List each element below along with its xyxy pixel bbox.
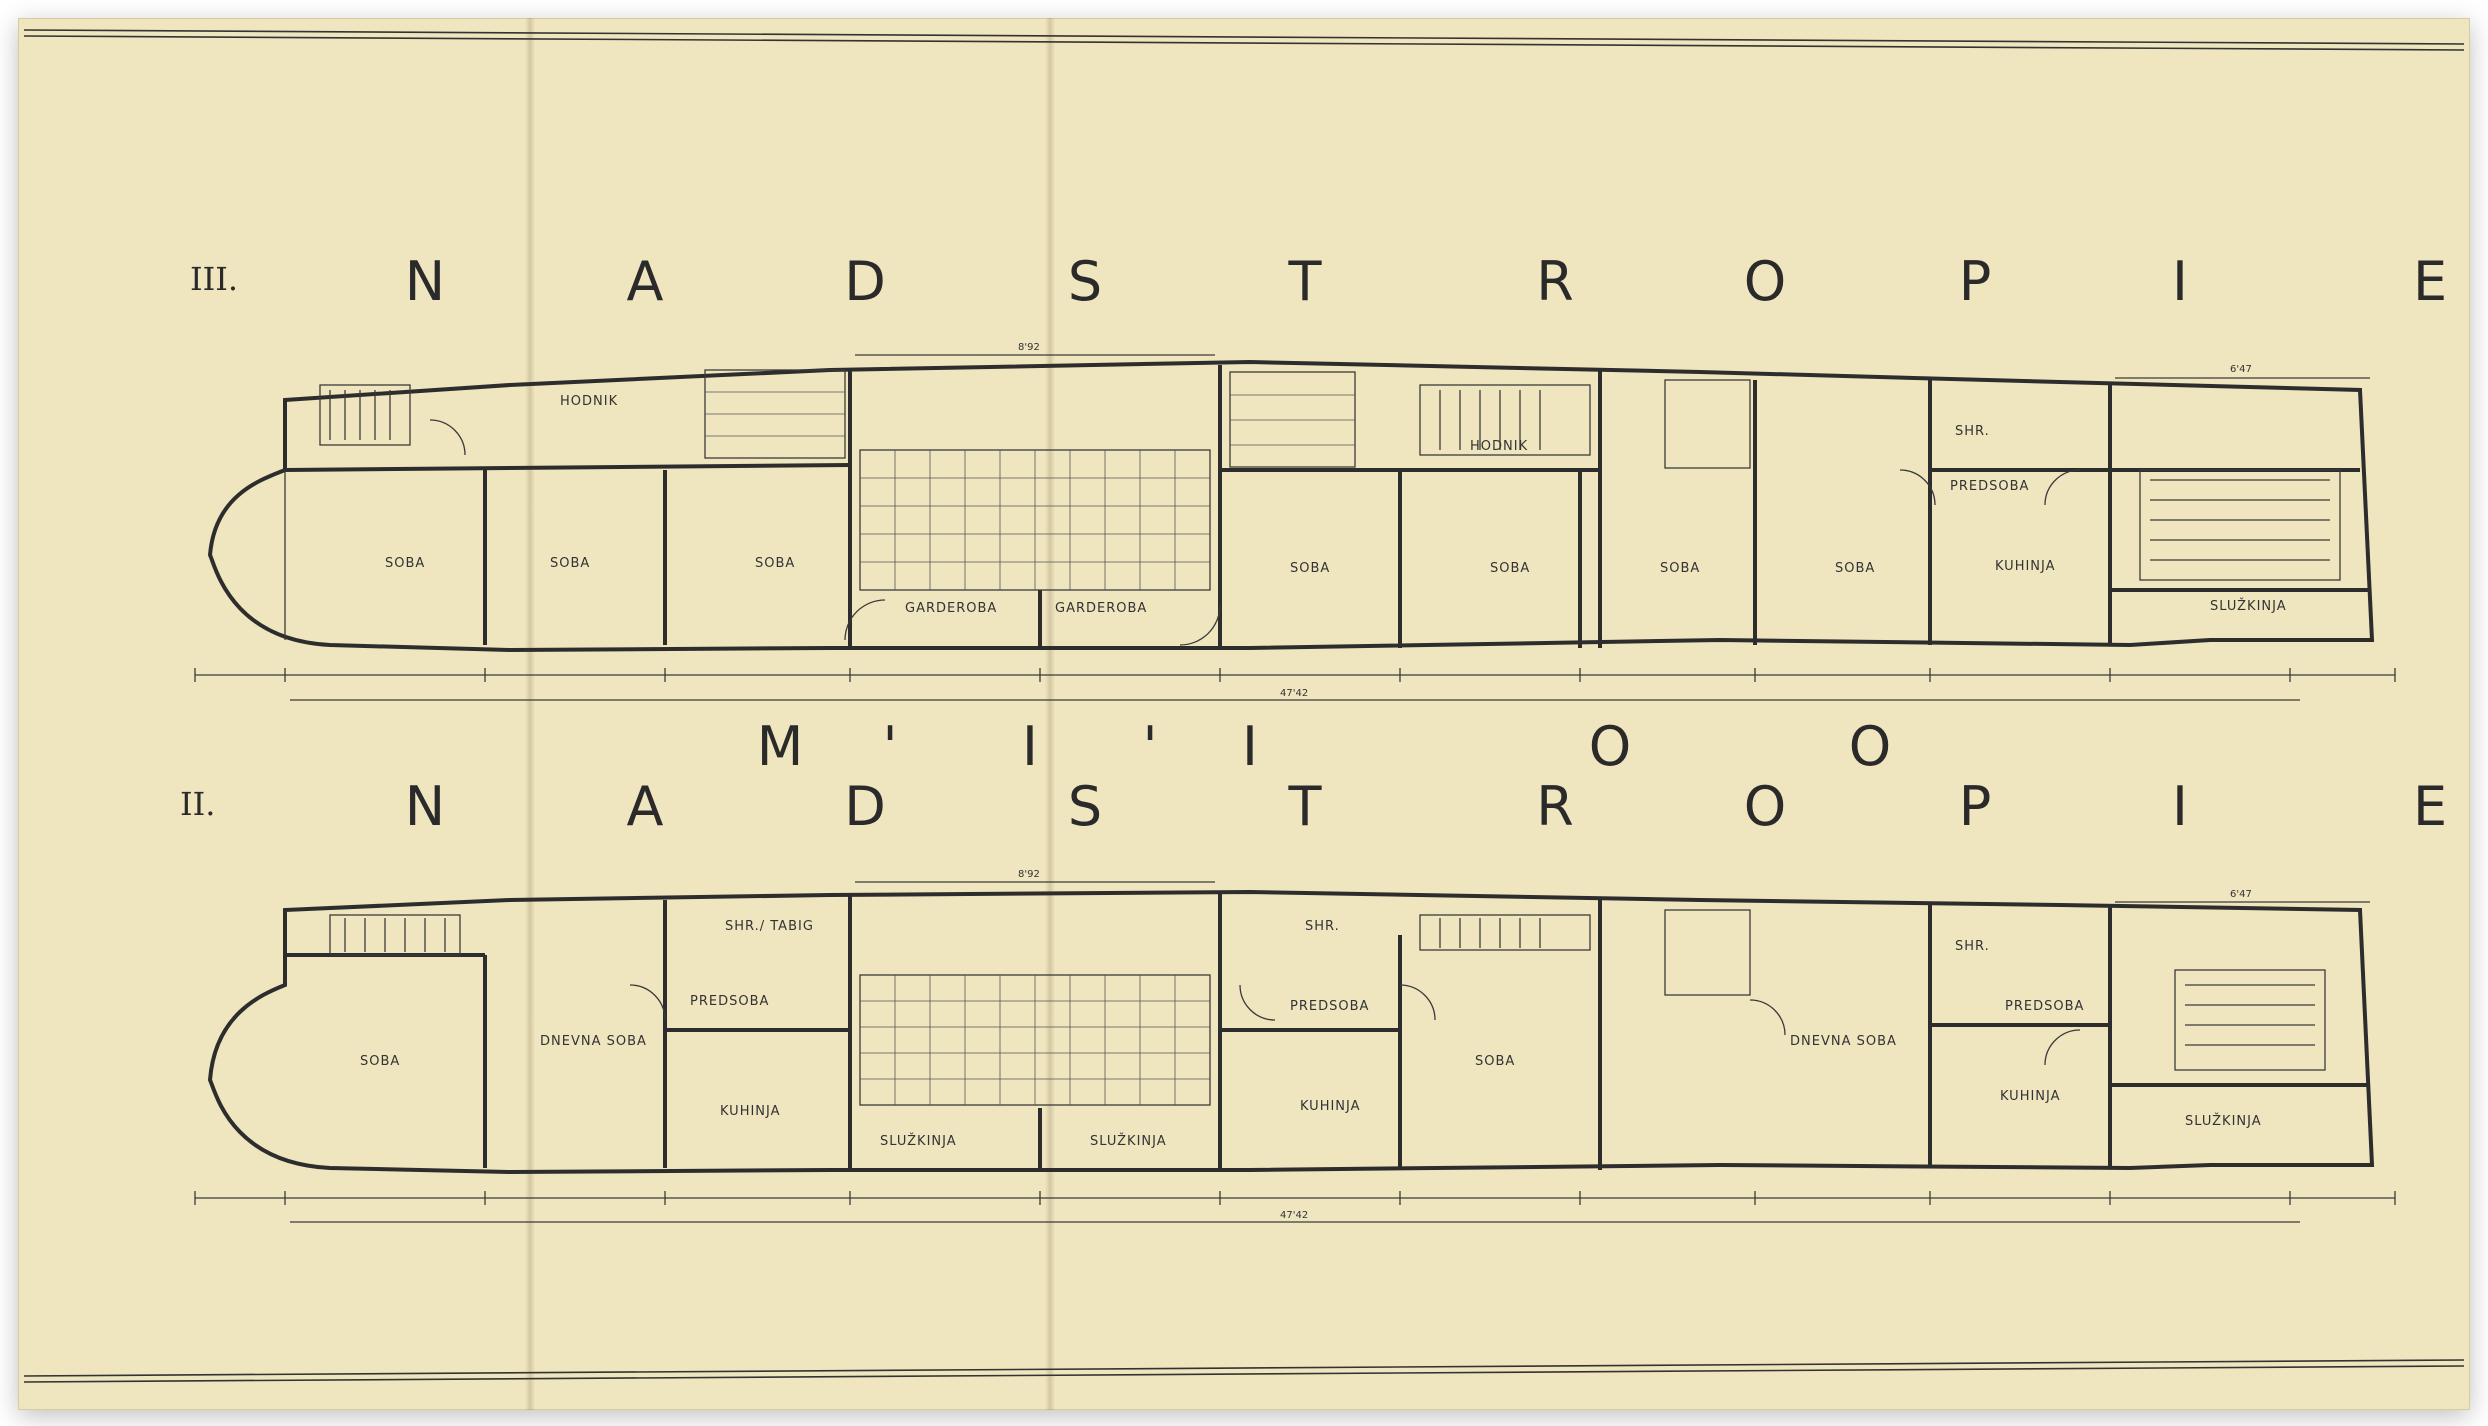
floor-2-plan: 8'92 6'47 47'42 SOBA DNEVNA SOBA SHR./ T…: [194, 869, 2396, 1223]
room-label: SLUŽKINJA: [2210, 598, 2287, 614]
title-letter: R: [1536, 250, 1574, 313]
title-letter: ': [883, 715, 898, 778]
title-floor-2: II. N A D S T R O P I E: [180, 775, 2447, 838]
blueprint-sheet: [18, 18, 2470, 1410]
floor-number-2: II.: [180, 785, 215, 823]
title-letter: O: [1744, 250, 1787, 313]
title-letter: I: [2172, 775, 2188, 838]
title-letter: ': [1143, 715, 1158, 778]
title-floor-3: III. N A D S T R O P I E: [190, 250, 2447, 313]
room-label: PREDSOBA: [2005, 999, 2084, 1014]
title-letter: I: [1022, 715, 1038, 778]
room-label: HODNIK: [560, 394, 618, 409]
title-letter: P: [1959, 775, 1992, 838]
dimension-top-1: 8'92: [1018, 342, 1040, 353]
title-letter: S: [1068, 250, 1102, 313]
title-letter: O: [1849, 715, 1892, 778]
room-label: SOBA: [1290, 561, 1330, 576]
title-letter: P: [1959, 250, 1992, 313]
title-letter: A: [627, 775, 664, 838]
dimension-top-2: 6'47: [2230, 364, 2252, 375]
room-label: KUHINJA: [1995, 559, 2056, 574]
title-letter: E: [2413, 775, 2447, 838]
room-label: SHR./ TABIG: [725, 919, 814, 934]
paper-fold: [1045, 18, 1055, 1410]
room-label: SOBA: [360, 1054, 400, 1069]
room-label: SLUŽKINJA: [880, 1133, 957, 1149]
room-label: GARDEROBA: [905, 601, 997, 616]
title-letter: R: [1536, 775, 1574, 838]
title-letter: E: [2413, 250, 2447, 313]
room-label: DNEVNA SOBA: [1790, 1034, 1897, 1049]
room-label: SOBA: [1490, 561, 1530, 576]
room-label: KUHINJA: [2000, 1089, 2061, 1104]
room-label: PREDSOBA: [1290, 999, 1369, 1014]
dimension-top-1: 8'92: [1018, 869, 1040, 880]
title-letter: I: [2172, 250, 2188, 313]
title-letter: O: [1744, 775, 1787, 838]
room-label: SOBA: [385, 556, 425, 571]
floor-number-3: III.: [190, 260, 238, 298]
title-letter: D: [844, 250, 886, 313]
room-label: KUHINJA: [720, 1104, 781, 1119]
room-label: SOBA: [1660, 561, 1700, 576]
dimension-top-2: 6'47: [2230, 889, 2252, 900]
room-label: PREDSOBA: [690, 994, 769, 1009]
room-label: SHR.: [1305, 919, 1340, 934]
room-label: SOBA: [550, 556, 590, 571]
room-label: DNEVNA SOBA: [540, 1034, 647, 1049]
room-label: SOBA: [1475, 1054, 1515, 1069]
title-letter: I: [1242, 715, 1258, 778]
title-letter: D: [844, 775, 886, 838]
room-label: SOBA: [755, 556, 795, 571]
title-letter: T: [1288, 775, 1323, 838]
room-label: PREDSOBA: [1950, 479, 2029, 494]
paper-fold: [525, 18, 535, 1410]
room-label: HODNIK: [1470, 439, 1528, 454]
sheet-border: [23, 29, 2465, 1383]
room-label: SHR.: [1955, 424, 1990, 439]
room-label: SHR.: [1955, 939, 1990, 954]
title-middle-row: M ' I ' I O O: [757, 715, 1892, 778]
room-label: KUHINJA: [1300, 1099, 1361, 1114]
floor-3-plan: 8'92 6'47 47'42 HODNIK SOBA SOBA SOBA GA…: [194, 342, 2396, 701]
title-letter: S: [1068, 775, 1102, 838]
room-label: GARDEROBA: [1055, 601, 1147, 616]
title-letter: M: [757, 715, 804, 778]
title-letter: N: [405, 775, 445, 838]
title-letter: T: [1288, 250, 1323, 313]
room-label: SLUŽKINJA: [2185, 1113, 2262, 1129]
total-length-2: 47'42: [1280, 1210, 1308, 1221]
room-label: SLUŽKINJA: [1090, 1133, 1167, 1149]
title-letter: O: [1589, 715, 1632, 778]
total-length-3: 47'42: [1280, 688, 1308, 699]
title-letter: N: [405, 250, 445, 313]
room-label: SOBA: [1835, 561, 1875, 576]
title-letter: A: [627, 250, 664, 313]
